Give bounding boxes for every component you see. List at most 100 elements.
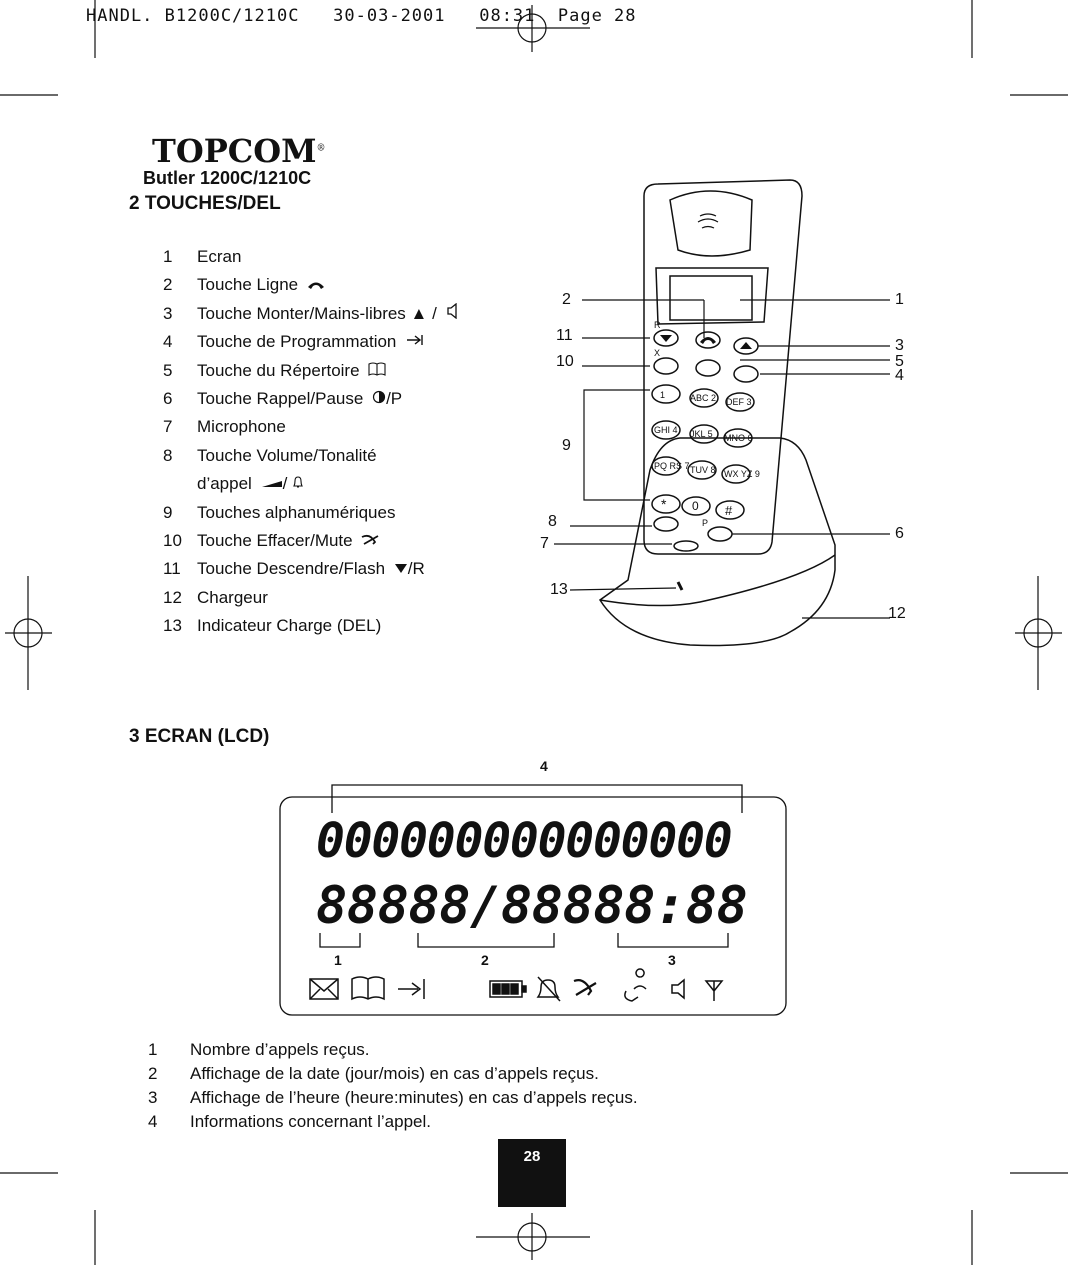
redial-key — [707, 526, 733, 542]
print-header: HANDL. B1200C/1210C 30-03-2001 08:31 Pag… — [86, 6, 637, 26]
battery-icon — [489, 980, 527, 998]
speaker-icon — [671, 978, 685, 1000]
lcd-callout: 3 — [668, 952, 676, 968]
callout-label: 8 — [548, 513, 557, 530]
key-label: JKL 5 — [690, 429, 713, 439]
charge-led — [676, 581, 684, 591]
charger-base — [598, 437, 836, 647]
key-0 — [681, 496, 711, 516]
lcd-callout: 4 — [540, 758, 548, 774]
lcd-segment-row1: 000000000000000 — [316, 813, 731, 869]
key-7 — [651, 456, 681, 476]
callout-label: 9 — [562, 437, 571, 454]
mute-icon — [573, 979, 597, 996]
key-9 — [721, 464, 751, 484]
key-label: ABC 2 — [690, 393, 716, 403]
key-hash — [715, 500, 745, 520]
down-icon — [394, 564, 407, 574]
phone-illustration: R X P 1 ABC 2 DEF 3 GHI 4 JKL 5 MNO 6 PQ… — [540, 179, 906, 647]
handset-body — [643, 179, 803, 555]
no-ring-icon — [536, 976, 561, 1002]
lcd-callout: 2 — [481, 952, 489, 968]
lcd-screen — [669, 275, 753, 321]
callout-label: 13 — [550, 581, 568, 598]
key-label: WX YZ 9 — [724, 469, 760, 479]
model-name: Butler 1200C/1210C — [143, 168, 312, 188]
program-icon — [398, 979, 425, 999]
callout-label: 11 — [556, 327, 573, 344]
brand-logo: TOPCOM® — [152, 132, 326, 170]
callout-label: 10 — [556, 353, 574, 370]
key-8 — [687, 460, 717, 480]
callout-label: 5 — [895, 353, 904, 370]
book-key — [695, 359, 721, 377]
redial-icon — [372, 390, 386, 404]
key-label: 1 — [660, 390, 665, 400]
book-icon — [351, 976, 385, 1001]
key-label: DEF 3 — [726, 397, 752, 407]
x-label: X — [654, 348, 660, 358]
brand-logo-text: TOPCOM — [152, 132, 317, 170]
key-6 — [723, 428, 753, 448]
callout-label: 2 — [562, 291, 571, 308]
lcd-callout: 1 — [334, 952, 342, 968]
lcd-frame — [279, 796, 787, 1016]
callout-label: 7 — [540, 535, 549, 552]
key-label: # — [725, 503, 733, 518]
key-label: * — [661, 496, 667, 512]
volume-icon — [261, 481, 282, 488]
section-title-keys: 2 TOUCHES/DEL — [129, 193, 281, 214]
call-icon — [624, 968, 647, 1002]
key-label: GHI 4 — [654, 425, 678, 435]
key-5 — [689, 424, 719, 444]
key-2 — [689, 388, 719, 408]
key-4 — [651, 420, 681, 440]
key-1 — [651, 384, 681, 404]
mute-key — [653, 357, 679, 375]
lcd-segment-row2: 88888/88888:88 — [316, 876, 747, 936]
handset-icon — [307, 282, 324, 290]
lcd-diagram: 4 1 2 3 000000000000000 88888/88888:88 — [279, 758, 787, 1016]
antenna-icon — [704, 980, 724, 1001]
microphone — [673, 540, 699, 552]
callout-label: 4 — [895, 367, 904, 384]
bell-icon — [293, 476, 303, 488]
key-label: MNO 6 — [724, 433, 753, 443]
callout-label: 3 — [895, 337, 904, 354]
r-label: R — [654, 320, 661, 330]
volume-key — [653, 516, 679, 532]
registered-mark: ® — [316, 143, 326, 154]
p-label: P — [702, 518, 708, 528]
program-key — [733, 365, 759, 383]
page-number: 28 — [498, 1139, 566, 1207]
key-3 — [725, 392, 755, 412]
callout-label: 6 — [895, 525, 904, 542]
program-icon — [407, 335, 423, 346]
speaker-icon — [446, 302, 457, 320]
envelope-icon — [309, 978, 339, 1000]
down-key — [653, 329, 679, 347]
book-icon — [368, 362, 386, 376]
key-label: 0 — [692, 499, 699, 513]
earpiece — [669, 190, 753, 257]
key-label: TUV 8 — [690, 465, 716, 475]
